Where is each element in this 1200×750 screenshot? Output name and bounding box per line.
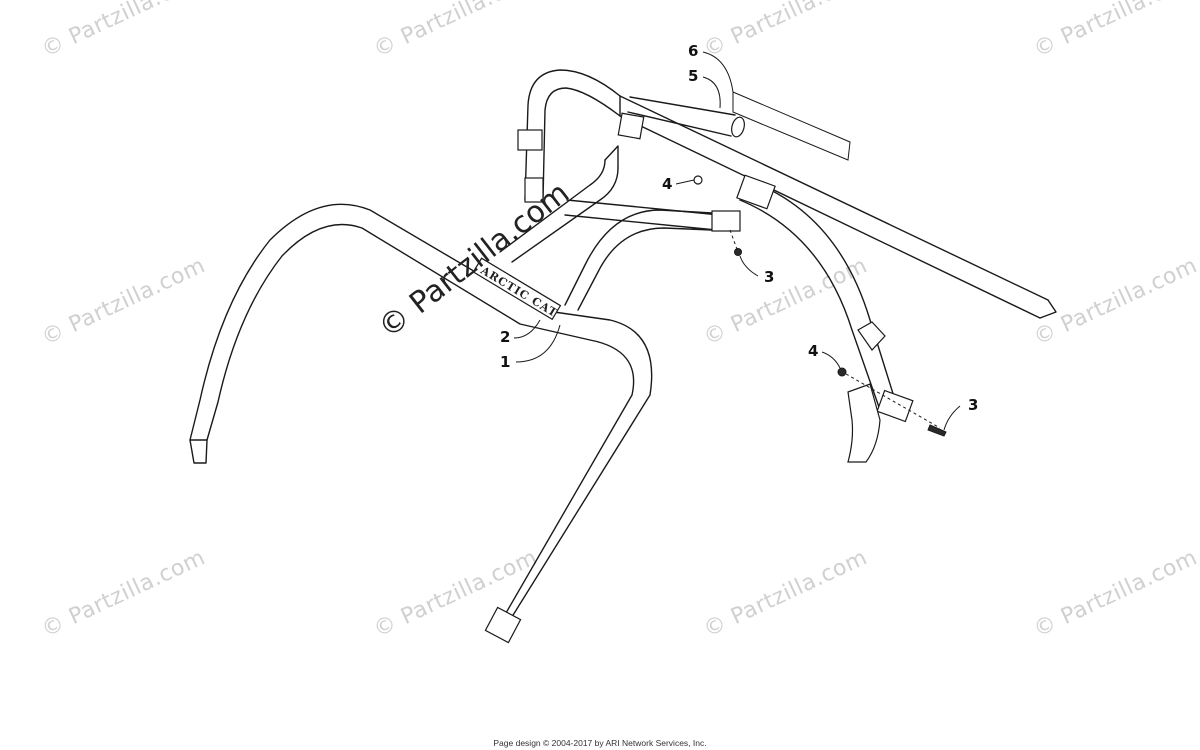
callout-1[interactable]: 1: [500, 353, 511, 371]
callout-5[interactable]: 5: [688, 67, 699, 85]
logo-decal-text: ARCTIC CAT: [478, 263, 560, 320]
footer-copyright: Page design © 2004-2017 by ARI Network S…: [493, 738, 707, 748]
clamp-brackets: [517, 112, 645, 203]
rear-upper-bar: [524, 69, 1057, 319]
callout-6[interactable]: 6: [688, 42, 699, 60]
page-footer: Page design © 2004-2017 by ARI Network S…: [0, 738, 1200, 748]
front-roll-bar: [189, 203, 653, 644]
callout-4[interactable]: 4: [662, 175, 673, 193]
callout-3[interactable]: 3: [968, 396, 979, 414]
callout-4[interactable]: 4: [808, 342, 819, 360]
middle-bars: [499, 145, 741, 311]
callout-2[interactable]: 2: [500, 328, 511, 346]
right-side-bar: [736, 174, 914, 423]
hardware: [693, 175, 742, 256]
leader-lines: [513, 51, 961, 431]
cross-tube-part-5: [627, 96, 745, 138]
decal-strip-part-6: [732, 91, 851, 161]
logo-decal: [472, 257, 562, 321]
callout-3[interactable]: 3: [764, 268, 775, 286]
mount-bracket: [837, 367, 947, 463]
